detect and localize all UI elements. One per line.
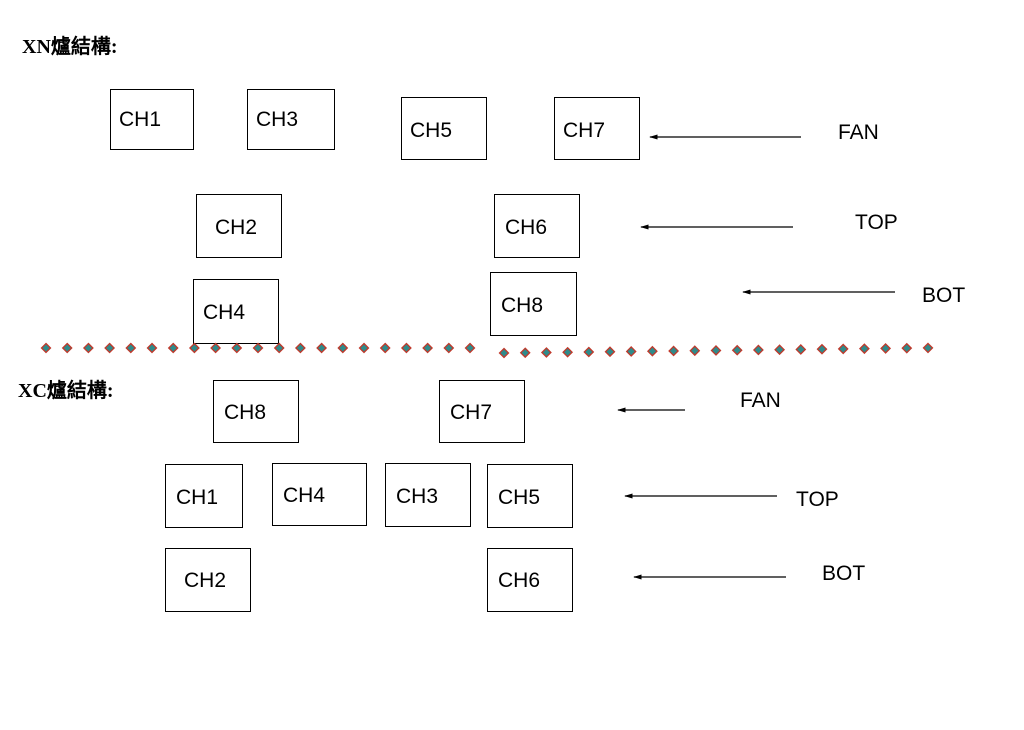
xn-ch7-box: CH7 [554, 97, 640, 160]
xc-ch1-box: CH1 [165, 464, 243, 528]
separator-dot [273, 342, 285, 354]
xc-ch8-box: CH8 [213, 380, 299, 443]
separator-dot [901, 342, 913, 354]
separator-dot [689, 345, 701, 357]
xc-ch8-label: CH8 [224, 401, 267, 424]
separator-dot [816, 343, 828, 355]
xc-bot-label: BOT [822, 562, 866, 585]
separator-dot [540, 347, 552, 358]
separator-dot [82, 342, 94, 354]
xc-ch1-label: CH1 [176, 486, 219, 509]
separator-dot [837, 343, 849, 355]
separator-dot [752, 344, 764, 356]
separator-dot [562, 346, 574, 358]
xc-ch3-box: CH3 [385, 463, 471, 527]
separator-dot [210, 342, 222, 354]
xn-fan-label: FAN [838, 121, 879, 144]
separator-dot [167, 342, 179, 354]
separator-dot [379, 342, 391, 354]
separator-dot [125, 342, 137, 354]
separator-dot [646, 345, 658, 357]
separator-dot [422, 342, 434, 354]
xn-ch4-box: CH4 [193, 279, 279, 344]
xc-ch6-box: CH6 [487, 548, 573, 612]
separator-dot [858, 343, 870, 355]
xn-ch2-label: CH2 [215, 216, 258, 239]
separator-dot [710, 345, 722, 356]
separator-dot [252, 342, 264, 354]
xn-ch3-box: CH3 [247, 89, 335, 150]
xn-ch5-box: CH5 [401, 97, 487, 160]
xn-ch1-box: CH1 [110, 89, 194, 150]
xn-ch8-label: CH8 [501, 294, 544, 317]
xc-top-label: TOP [796, 488, 839, 511]
separator-dot [668, 345, 680, 357]
separator-dot [731, 344, 743, 356]
separator-dot [400, 342, 412, 354]
xn-ch2-box: CH2 [196, 194, 282, 258]
xn-ch5-label: CH5 [410, 119, 453, 142]
separator-dot [294, 342, 306, 354]
separator-dot [795, 344, 807, 355]
separator-dot [880, 343, 892, 354]
xn-ch4-label: CH4 [203, 301, 246, 324]
separator-dot [146, 342, 158, 354]
xc-title: XC爐結構: [18, 380, 114, 402]
xn-bot-label: BOT [922, 284, 966, 307]
separator-dot [337, 342, 349, 354]
separator-dot [443, 342, 455, 354]
separator-dot [40, 342, 52, 354]
xc-ch4-box: CH4 [272, 463, 367, 526]
separator-dot [519, 347, 531, 359]
xn-ch8-box: CH8 [490, 272, 577, 336]
separator-dot [774, 344, 786, 356]
separator-dot [922, 342, 934, 354]
separator-dot [464, 342, 476, 354]
xc-ch4-label: CH4 [283, 484, 326, 507]
separator-dot [104, 342, 116, 354]
separator-dot [498, 347, 510, 359]
xc-ch5-label: CH5 [498, 486, 541, 509]
xc-ch7-box: CH7 [439, 380, 525, 443]
xn-ch7-label: CH7 [563, 119, 606, 142]
xc-ch6-label: CH6 [498, 569, 541, 592]
separator-dot [231, 342, 243, 354]
separator-dot [316, 342, 328, 354]
separator-dot [188, 342, 200, 354]
xc-ch5-box: CH5 [487, 464, 573, 528]
xn-ch3-label: CH3 [256, 108, 299, 131]
xn-ch1-label: CH1 [119, 108, 162, 131]
separator-dot [625, 346, 637, 357]
separator-dot [583, 346, 595, 358]
xn-ch6-label: CH6 [505, 216, 548, 239]
xc-fan-label: FAN [740, 389, 781, 412]
xn-top-label: TOP [855, 211, 898, 234]
xc-ch2-label: CH2 [184, 569, 227, 592]
xn-ch6-box: CH6 [494, 194, 580, 258]
section-separator [40, 342, 934, 359]
separator-dot [604, 346, 616, 358]
xn-title: XN爐結構: [22, 36, 118, 58]
xc-ch2-box: CH2 [165, 548, 251, 612]
separator-dot [61, 342, 73, 354]
separator-dot [358, 342, 370, 354]
xc-ch7-label: CH7 [450, 401, 493, 424]
xc-ch3-label: CH3 [396, 485, 439, 508]
